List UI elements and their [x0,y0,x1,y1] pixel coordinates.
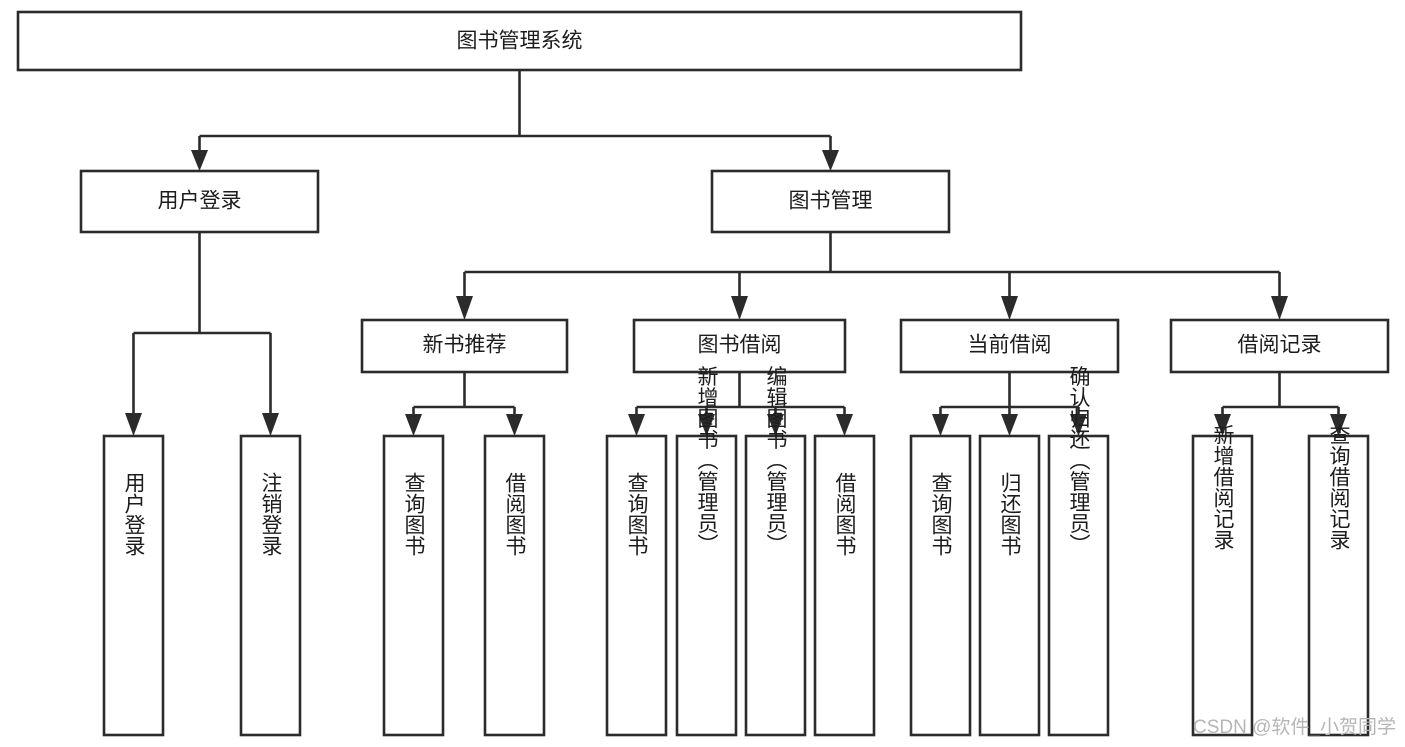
node-box-leaf-add-book[interactable] [675,434,738,737]
node-label-leaf-edit-book: 编辑图书（管理员） [764,366,788,555]
arrow-current-borrow-leaf-2 [1001,414,1018,436]
node-leaf-user-login[interactable]: 用户登录 [102,434,165,737]
node-leaf-query-book-2[interactable]: 查询图书 [605,434,668,737]
node-leaf-logout[interactable]: 注销登录 [239,434,302,737]
node-label-leaf-query-book-1: 查询图书 [402,472,426,556]
node-leaf-borrow-book-2[interactable]: 借阅图书 [813,434,876,737]
node-label-leaf-add-record: 新增借阅记录 [1211,424,1235,550]
node-label-leaf-add-book: 新增图书（管理员） [695,366,719,555]
arrow-current-borrow-leaf-3 [1070,414,1087,436]
arrow-current-borrow-leaf-1 [932,414,949,436]
arrow-book-borrow-leaf-4 [836,414,853,436]
node-borrow-record[interactable]: 借阅记录 [1169,318,1390,374]
node-book-borrow[interactable]: 图书借阅 [632,318,847,374]
node-box-leaf-query-book-1[interactable] [382,434,445,737]
node-box-book-manage[interactable] [710,169,951,234]
arrow-root-to-user-login [191,150,208,171]
node-box-root[interactable] [16,10,1023,72]
node-leaf-borrow-book-1[interactable]: 借阅图书 [483,434,546,737]
arrow-borrow-record-leaf-2 [1330,414,1347,436]
node-box-leaf-add-record[interactable] [1191,434,1254,737]
node-label-leaf-query-record: 查询借阅记录 [1327,424,1351,550]
node-label-leaf-confirm-return: 确认归还（管理员） [1067,366,1091,555]
node-box-leaf-logout[interactable] [239,434,302,737]
node-label-book-manage: 图书管理 [789,190,873,213]
node-leaf-query-record[interactable]: 查询借阅记录 [1307,424,1370,737]
node-label-leaf-borrow-book-1: 借阅图书 [503,472,527,556]
node-box-leaf-user-login[interactable] [102,434,165,737]
arrow-book-borrow-leaf-3 [767,414,784,436]
node-box-leaf-query-book-2[interactable] [605,434,668,737]
node-leaf-add-book[interactable]: 新增图书（管理员） [675,366,738,737]
arrow-root-to-book-manage [822,150,839,171]
node-box-new-book-rec[interactable] [360,318,569,374]
node-box-leaf-borrow-book-1[interactable] [483,434,546,737]
node-box-user-login[interactable] [79,169,320,234]
node-book-manage[interactable]: 图书管理 [710,169,951,234]
node-label-root: 图书管理系统 [457,30,583,53]
node-box-borrow-record[interactable] [1169,318,1390,374]
arrow-new-book-leaf-2 [506,414,523,436]
node-label-user-login: 用户登录 [158,190,242,213]
node-box-leaf-borrow-book-2[interactable] [813,434,876,737]
arrow-user-login-leaf-1 [125,413,142,436]
node-box-leaf-return-book[interactable] [978,434,1041,737]
arrow-bm-to-borrow-record [1271,296,1288,320]
node-label-leaf-borrow-book-2: 借阅图书 [833,472,857,556]
node-user-login[interactable]: 用户登录 [79,169,320,234]
node-leaf-edit-book[interactable]: 编辑图书（管理员） [744,366,807,737]
node-leaf-add-record[interactable]: 新增借阅记录 [1191,424,1254,737]
node-root[interactable]: 图书管理系统 [16,10,1023,72]
node-label-book-borrow: 图书借阅 [698,334,782,357]
node-label-leaf-query-book-3: 查询图书 [929,472,953,556]
connector-layer [125,70,1347,436]
node-box-leaf-confirm-return[interactable] [1047,434,1110,737]
node-label-current-borrow: 当前借阅 [968,334,1052,357]
node-label-leaf-logout: 注销登录 [259,472,283,556]
arrow-book-borrow-leaf-2 [698,414,715,436]
node-leaf-return-book[interactable]: 归还图书 [978,434,1041,737]
node-leaf-query-book-3[interactable]: 查询图书 [909,434,972,737]
arrow-book-borrow-leaf-1 [628,414,645,436]
node-label-leaf-query-book-2: 查询图书 [625,472,649,556]
arrow-new-book-leaf-1 [405,414,422,436]
arrow-bm-to-new-book-rec [456,296,473,320]
node-box-leaf-query-record[interactable] [1307,434,1370,737]
node-label-borrow-record: 借阅记录 [1238,334,1322,357]
node-leaf-confirm-return[interactable]: 确认归还（管理员） [1047,366,1110,737]
node-leaf-query-book-1[interactable]: 查询图书 [382,434,445,737]
node-box-leaf-query-book-3[interactable] [909,434,972,737]
node-box-book-borrow[interactable] [632,318,847,374]
node-new-book-rec[interactable]: 新书推荐 [360,318,569,374]
node-label-new-book-rec: 新书推荐 [423,334,507,357]
arrow-bm-to-current-borrow [1001,296,1018,320]
arrow-bm-to-book-borrow [731,296,748,320]
node-current-borrow[interactable]: 当前借阅 [899,318,1120,374]
watermark-label: CSDN @软件_小贺同学 [1193,716,1396,738]
node-label-leaf-user-login: 用户登录 [122,472,146,556]
arrow-user-login-leaf-2 [262,413,279,436]
node-box-current-borrow[interactable] [899,318,1120,374]
arrow-borrow-record-leaf-1 [1214,414,1231,436]
node-label-leaf-return-book: 归还图书 [998,472,1022,556]
node-box-leaf-edit-book[interactable] [744,434,807,737]
